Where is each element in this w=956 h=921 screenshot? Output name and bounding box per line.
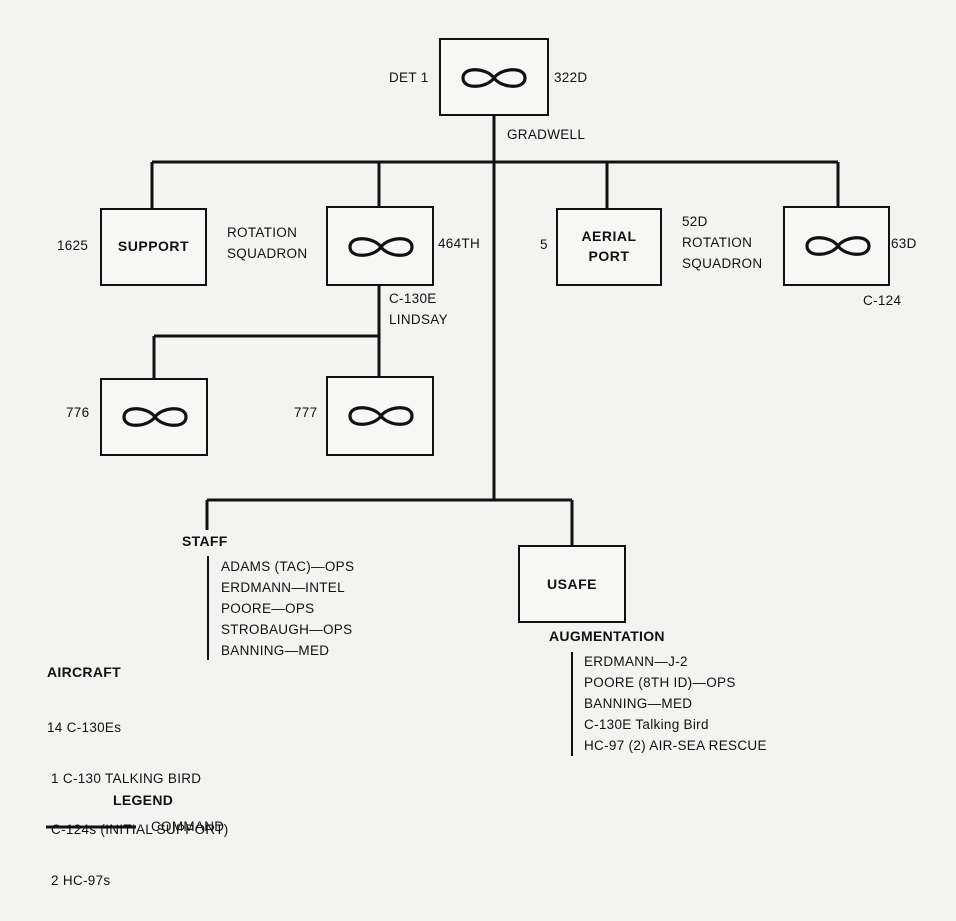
list-item: BANNING—MED	[221, 643, 330, 658]
aircraft-heading: AIRCRAFT	[47, 664, 121, 680]
list-item: BANNING—MED	[584, 696, 693, 711]
rotation-52-label-3: SQUADRON	[682, 256, 763, 271]
rotation-464-label-1: ROTATION	[227, 225, 298, 240]
list-item: C-130E Talking Bird	[584, 717, 709, 732]
lindsay-label: LINDSAY	[389, 312, 448, 327]
usafe-title: USAFE	[547, 576, 597, 592]
augmentation-list: ERDMANN—J-2 POORE (8TH ID)—OPS BANNING—M…	[584, 651, 767, 756]
infinity-loop-icon	[348, 406, 414, 426]
augmentation-bracket	[571, 652, 573, 756]
list-item: 1 C-130 TALKING BIRD	[47, 771, 202, 786]
org-chart: DET 1 322D GRADWELL SUPPORT 1625 ROTATIO…	[46, 38, 917, 888]
list-item: C-124s (INITIAL SUPPORT)	[47, 822, 229, 837]
infinity-loop-icon	[348, 237, 414, 257]
support-title: SUPPORT	[117, 238, 190, 254]
staff-bracket	[207, 556, 209, 660]
det1-322d-box	[439, 38, 549, 116]
322d-label: 322D	[554, 70, 588, 85]
staff-list: ADAMS (TAC)—OPS ERDMANN—INTEL POORE—OPS …	[221, 556, 354, 661]
c130e-label: C-130E	[389, 291, 437, 306]
aerial-port-title-1: AERIAL	[581, 228, 637, 244]
776-label: 776	[66, 405, 90, 420]
det1-label: DET 1	[389, 70, 429, 85]
63d-label: 63D	[891, 236, 917, 251]
augmentation-heading: AUGMENTATION	[549, 628, 665, 644]
aircraft-list: 14 C-130Es 1 C-130 TALKING BIRD C-124s (…	[47, 687, 229, 921]
list-item: POORE—OPS	[221, 601, 315, 616]
infinity-loop-icon	[461, 68, 527, 88]
rotation-52-label-1: 52D	[682, 214, 708, 229]
aerial-port-title-2: PORT	[588, 248, 630, 264]
list-item: ERDMANN—J-2	[584, 654, 688, 669]
legend-command-label: COMMAND	[151, 819, 225, 834]
list-item: 2 HC-97s	[47, 873, 111, 888]
list-item: STROBAUGH—OPS	[221, 622, 353, 637]
777-label: 777	[294, 405, 318, 420]
squadron-776-box	[100, 378, 208, 456]
aerial-port-box: AERIAL PORT	[556, 208, 662, 286]
list-item: ADAMS (TAC)—OPS	[221, 559, 355, 574]
usafe-box: USAFE	[518, 545, 626, 623]
command-lines	[46, 116, 840, 829]
464th-label: 464TH	[438, 236, 481, 251]
gradwell-label: GRADWELL	[507, 127, 586, 142]
infinity-loop-icon	[805, 236, 871, 256]
aerial-port-number: 5	[540, 237, 548, 252]
rotation-464-box	[326, 206, 434, 286]
rotation-464-label-2: SQUADRON	[227, 246, 308, 261]
rotation-52-label-2: ROTATION	[682, 235, 753, 250]
list-item: ERDMANN—INTEL	[221, 580, 345, 595]
infinity-loop-icon	[122, 407, 188, 427]
staff-heading: STAFF	[182, 533, 228, 549]
rotation-63d-box	[783, 206, 890, 286]
list-item: 14 C-130Es	[47, 720, 122, 735]
legend-heading: LEGEND	[113, 792, 174, 808]
squadron-777-box	[326, 376, 434, 456]
c124-label: C-124	[863, 293, 902, 308]
list-item: HC-97 (2) AIR-SEA RESCUE	[584, 738, 767, 753]
list-item: POORE (8TH ID)—OPS	[584, 675, 736, 690]
support-number: 1625	[57, 238, 89, 253]
support-box: SUPPORT	[100, 208, 207, 286]
